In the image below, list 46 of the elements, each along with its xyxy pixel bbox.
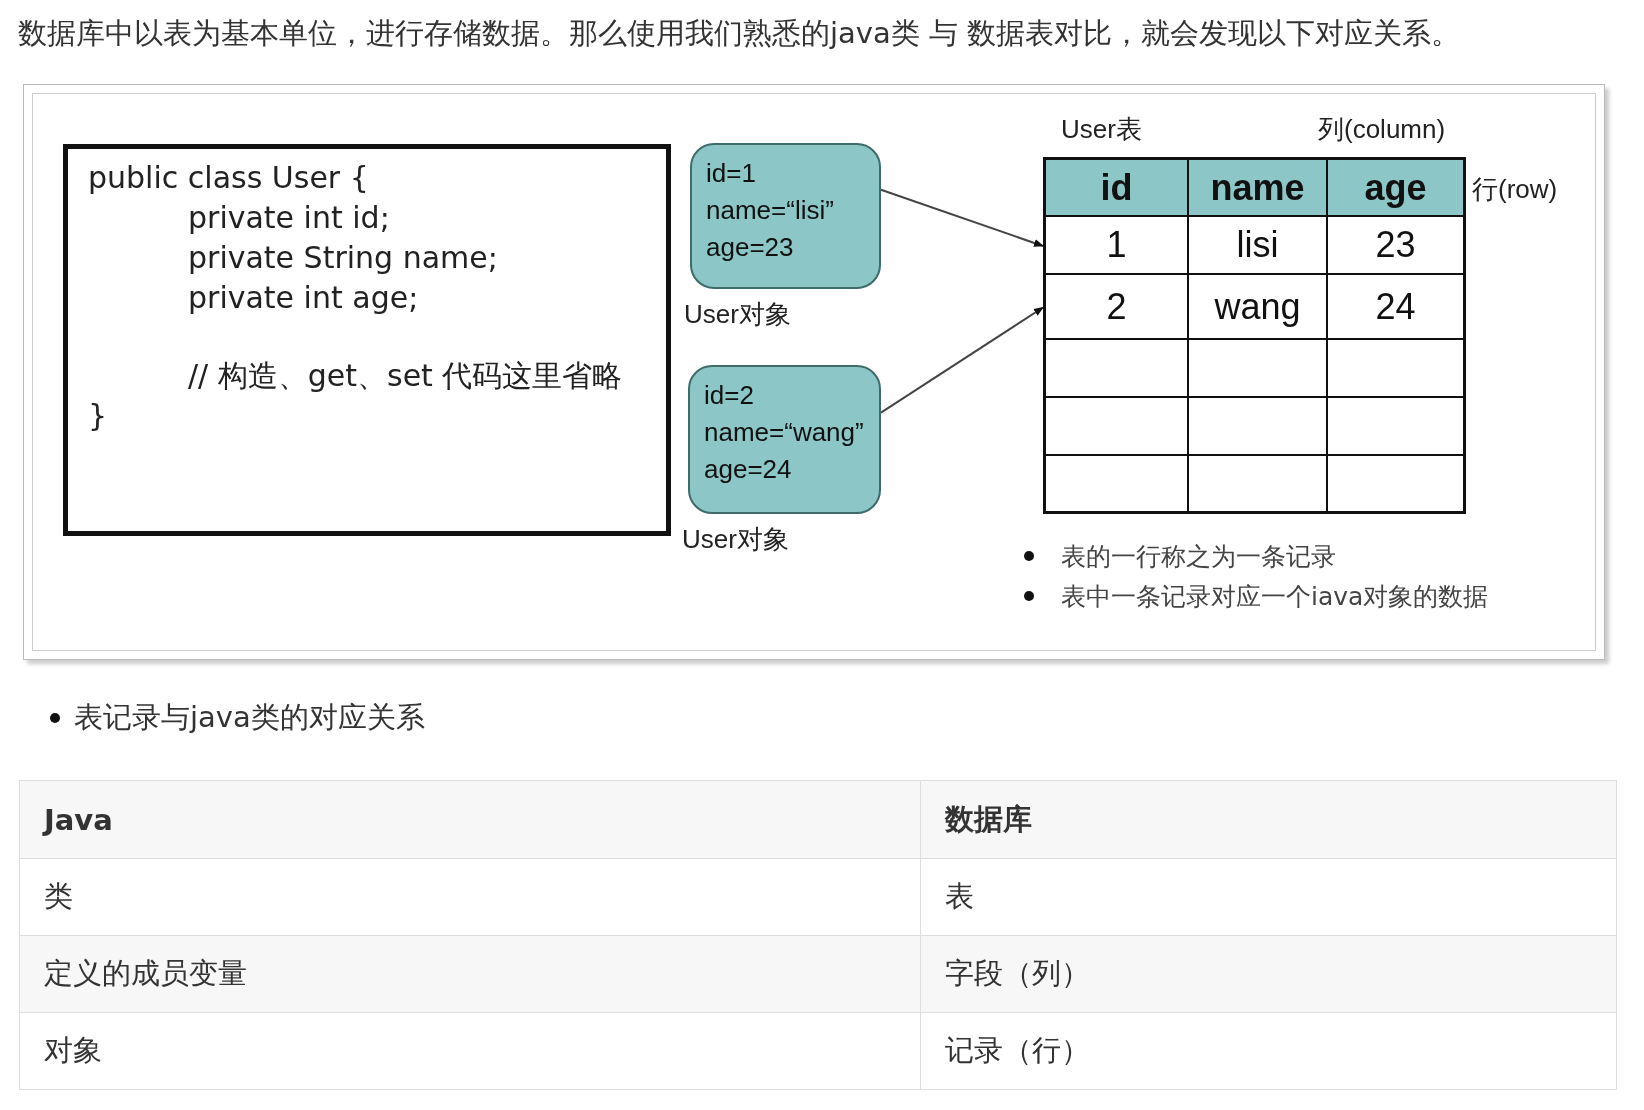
table-cell: lisi [1189,217,1328,273]
table-cell: 2 [1046,275,1189,338]
note-text: 表中一条记录对应一个iava对象的数据 [1061,581,1489,613]
field-value: name=“lisi” [706,194,835,227]
code-line: private int age; [187,279,420,317]
row-label: 行(row) [1472,173,1558,206]
arrow [880,188,1044,247]
table-header-row [1043,157,1466,217]
table-cell-text: 23 [1374,223,1417,267]
code-line: // 构造、get、set 代码这里省略 [187,357,624,395]
column-header: id [1046,160,1189,215]
code-box [63,144,671,536]
table-row [1043,217,1466,275]
arrow [880,306,1044,414]
code-line: private int id; [187,199,391,237]
column-header: 数据库 [943,800,1033,838]
field-value: age=23 [706,231,795,264]
object-label: User对象 [682,523,789,556]
object-box [688,365,881,514]
table-cell-text: 表 [944,878,975,915]
table-cell-text: 24 [1374,284,1417,329]
note-text: 表的一行称之为一条记录 [1061,541,1336,573]
column-header: name [1189,160,1328,215]
code-line: } [88,397,109,435]
code-line: public class User { [88,159,370,197]
list-item: 表记录与java类的对应关系 [74,699,425,736]
field-value: age=24 [704,453,793,486]
object-label: User对象 [684,298,791,331]
table-title: User表 [1061,113,1142,146]
object-box [690,143,881,289]
column-label: 列(column) [1318,113,1446,146]
code-line: private String name; [187,239,499,277]
field-value: id=2 [704,379,755,412]
table-row [1043,275,1466,340]
table-cell-text: 记录（行） [944,1032,1091,1069]
table-cell: 对象 [20,1013,921,1089]
intro-paragraph: 数据库中以表为基本单位，进行存储数据。那么使用我们熟悉的java类 与 数据表对比，就会发现以下对应关系。 [18,15,1462,52]
empty-table-row [1043,456,1466,514]
table-cell-text: 字段（列） [944,955,1091,992]
table-cell: wang [1189,275,1328,338]
field-value: name=“wang” [704,416,865,449]
field-value: id=1 [706,157,757,190]
empty-table-row [1043,398,1466,456]
column-header: age [1363,165,1428,210]
empty-table-row [1043,340,1466,398]
table-cell: 1 [1046,217,1189,273]
